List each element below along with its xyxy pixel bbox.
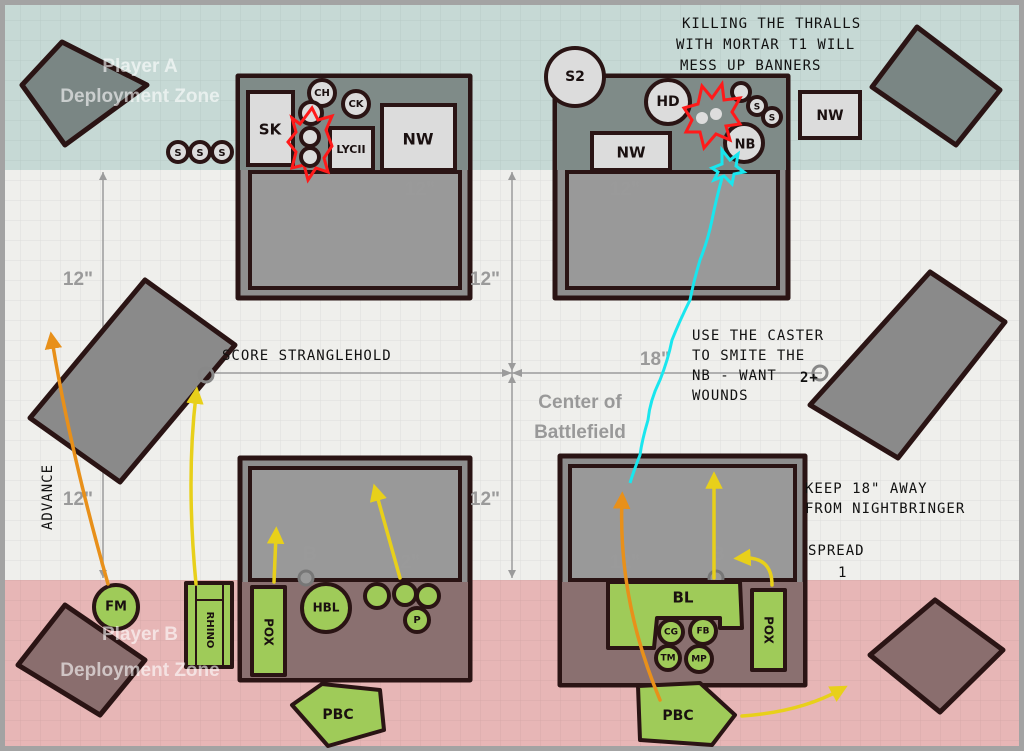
- svg-text:WITH MORTAR T1 WILL: WITH MORTAR T1 WILL: [676, 37, 855, 53]
- unit-pbc: PBC: [662, 708, 693, 724]
- note-caster: USE THE CASTER TO SMITE THE NB - WANT WO…: [692, 328, 824, 404]
- measure-label: 12": [470, 269, 500, 290]
- objective-marker-icon: [811, 364, 829, 382]
- measure-label: 12": [470, 489, 500, 510]
- svg-text:1: 1: [838, 565, 847, 581]
- unit-s: S: [174, 148, 181, 159]
- svg-text:SPREAD: SPREAD: [808, 543, 865, 559]
- note-keep-away: KEEP 18" AWAY FROM NIGHTBRINGER: [805, 481, 965, 517]
- unit-s2: S2: [565, 69, 585, 85]
- terrain-top-left: [19, 39, 150, 148]
- unit-lycii: LYCII: [336, 143, 365, 156]
- movement-arrows: [44, 331, 848, 718]
- note-advance: ADVANCE: [40, 464, 56, 530]
- player-b-zone-label: Player B: [102, 624, 178, 645]
- unit-hbl: HBL: [313, 601, 340, 615]
- smite-burst-icon: [708, 145, 748, 188]
- terrain-mid-right: [807, 269, 1008, 461]
- measure-label: 12": [63, 269, 93, 290]
- unit-rhino: RHINO: [204, 612, 215, 649]
- center-label-2: Battlefield: [534, 422, 626, 443]
- unit-s: S: [769, 114, 775, 124]
- unit-pox: POX: [262, 618, 276, 647]
- unit-mp: MP: [691, 655, 707, 665]
- terrain-bottom-right: [867, 597, 1006, 715]
- center-label: Center of: [538, 392, 622, 413]
- unit-tm: TM: [660, 654, 675, 664]
- svg-text:USE THE CASTER: USE THE CASTER: [692, 328, 824, 344]
- arrow-move: [369, 483, 402, 580]
- arrow-move: [733, 548, 774, 587]
- target-burst-icon: [681, 80, 743, 152]
- measure-label: 12": [610, 179, 640, 200]
- arrow-move: [186, 386, 204, 586]
- arrow-move: [266, 526, 285, 584]
- svg-text:2+: 2+: [800, 370, 819, 386]
- unit-s: S: [754, 103, 760, 113]
- measure-label: 12": [405, 179, 435, 200]
- arrow-move: [740, 685, 848, 718]
- note-stranglehold: SCORE STRANGLEHOLD: [222, 348, 392, 364]
- svg-text:WOUNDS: WOUNDS: [692, 388, 749, 404]
- enemy-units-right: S2 HD NW S S NB NW: [544, 46, 862, 188]
- enemy-units-left: SK CH CK LYCII NW S S S: [166, 78, 457, 184]
- unit-fm: FM: [105, 600, 127, 615]
- unit-cg: CG: [664, 628, 678, 638]
- unit-p: P: [413, 615, 420, 626]
- unit-fb: FB: [696, 627, 709, 637]
- unit-s: S: [196, 148, 203, 159]
- smite-path: [628, 177, 724, 484]
- svg-text:TO SMITE THE: TO SMITE THE: [692, 348, 805, 364]
- objective-marker-icon: [297, 569, 315, 587]
- unit-ch: CH: [314, 88, 330, 99]
- objective-label: B: [303, 544, 317, 565]
- unit-nw: NW: [616, 144, 646, 162]
- ally-units-left: FM RHINO POX HBL P PBC: [92, 581, 441, 748]
- arrow-advance: [44, 331, 110, 586]
- player-b-zone-label-2: Deployment Zone: [60, 660, 219, 681]
- unit-hd: HD: [656, 94, 679, 110]
- svg-text:MESS UP BANNERS: MESS UP BANNERS: [680, 58, 821, 74]
- terrain-bottom-left: [15, 602, 148, 718]
- unit-pox: POX: [762, 616, 776, 645]
- svg-text:NB - WANT: NB - WANT: [692, 368, 777, 384]
- player-a-zone-label-2: Deployment Zone: [60, 86, 219, 107]
- unit-s: S: [218, 148, 225, 159]
- svg-text:FROM NIGHTBRINGER: FROM NIGHTBRINGER: [805, 501, 965, 517]
- svg-text:KEEP 18" AWAY: KEEP 18" AWAY: [805, 481, 928, 497]
- note-thralls: KILLING THE THRALLS WITH MORTAR T1 WILL …: [676, 16, 861, 74]
- target-burst-icon: [286, 105, 335, 184]
- svg-text:KILLING THE THRALLS: KILLING THE THRALLS: [682, 16, 861, 32]
- measure-label: 18": [640, 349, 670, 370]
- unit-sk: SK: [259, 121, 283, 139]
- terrain-top-right: [869, 24, 1003, 148]
- unit-bl: BL: [673, 589, 694, 607]
- terrain-mid-left: [27, 277, 238, 485]
- unit-pbc: PBC: [322, 707, 353, 723]
- unit-ck: CK: [348, 99, 364, 110]
- objective-marker-icon: [197, 366, 215, 384]
- unit-nw: NW: [816, 108, 843, 124]
- arrow-move: [612, 491, 662, 702]
- note-spread: SPREAD 1: [808, 543, 865, 581]
- ally-units-right: BL POX CG FB TM MP PBC: [606, 580, 787, 747]
- player-a-zone-label: Player A: [102, 56, 178, 77]
- unit-nw: NW: [402, 130, 433, 149]
- unit-nb: NB: [735, 138, 756, 153]
